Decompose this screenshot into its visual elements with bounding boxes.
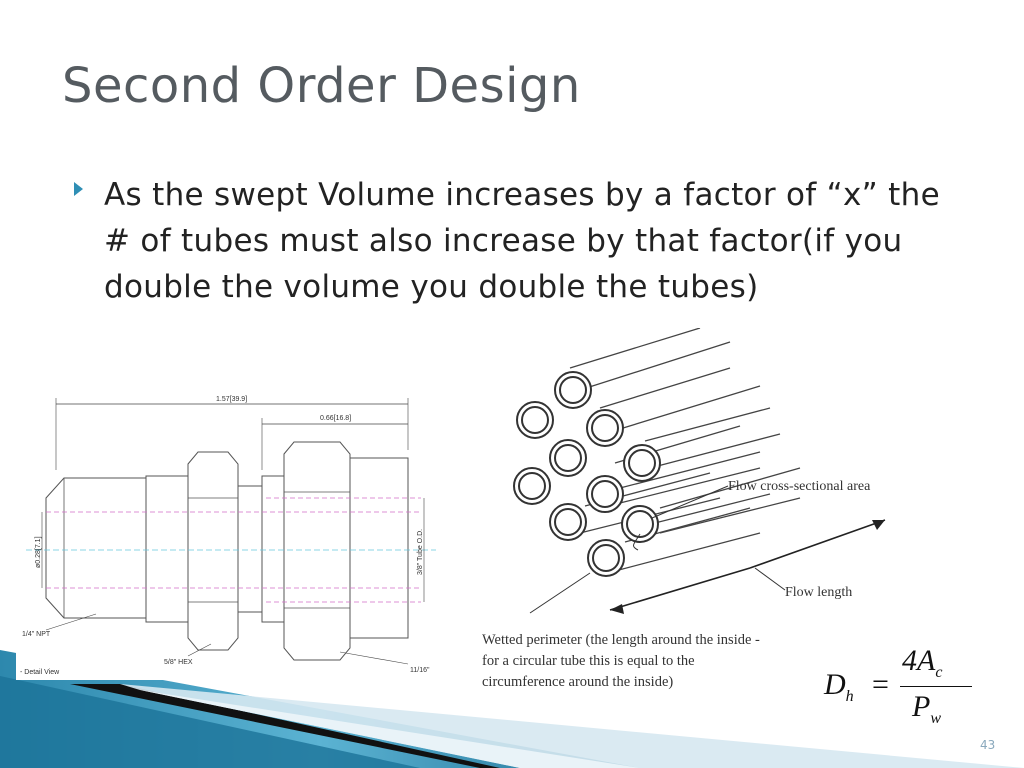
wetted-line-1: Wetted perimeter (the length around the …	[482, 632, 760, 648]
label-hex2: 11/16"	[410, 667, 430, 674]
label-npt: 1/4" NPT	[22, 631, 51, 638]
dim-overall: 1.57[39.9]	[216, 396, 247, 403]
formula-fraction-bar	[900, 686, 972, 687]
wetted-perimeter-caption: Wetted perimeter (the length around the …	[482, 630, 760, 693]
tube-bundle-illustration: Flow cross-sectional area Flow length	[513, 328, 886, 614]
wetted-line-3: circumference around the inside)	[482, 674, 674, 690]
formula-equals: =	[872, 668, 889, 701]
dim-partial: 0.66[16.8]	[320, 415, 351, 422]
formula-lhs: D	[824, 668, 846, 701]
dim-bore: ø0.28[7.1]	[35, 536, 42, 568]
formula-numerator-sub: c	[935, 664, 943, 681]
label-hex1: 5/8" HEX	[164, 659, 193, 666]
hydraulic-diameter-formula: Dh = 4Ac Pw	[822, 644, 972, 734]
formula-denominator-sub: w	[930, 710, 941, 727]
dim-tube-od: 3/8" Tube O.D.	[417, 529, 424, 575]
slide-title: Second Order Design	[62, 58, 581, 114]
wetted-line-2: for a circular tube this is equal to the	[482, 653, 695, 669]
bullet-arrow-icon	[74, 182, 83, 196]
bullet-text: As the swept Volume increases by a facto…	[104, 177, 940, 305]
fitting-technical-drawing: 1.57[39.9] 0.66[16.8] ø0.28[7.1] 3/8" Tu…	[16, 380, 446, 680]
label-detail: - Detail View	[20, 669, 60, 676]
formula-numerator: 4A	[902, 644, 936, 677]
label-cross-section: Flow cross-sectional area	[728, 479, 871, 494]
formula-denominator: P	[912, 690, 931, 723]
slide-number: 43	[980, 738, 996, 752]
formula-lhs-sub: h	[845, 688, 854, 705]
label-flow-length: Flow length	[785, 585, 852, 600]
